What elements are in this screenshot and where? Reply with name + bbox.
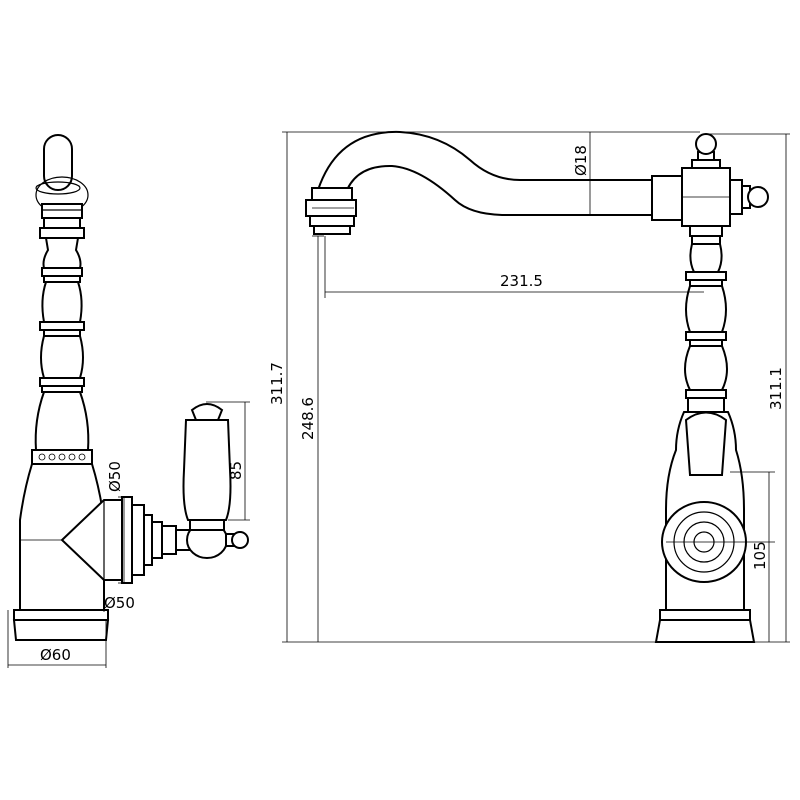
- dim-handle-axis-height: 105: [730, 471, 775, 642]
- side-column: [31, 237, 93, 465]
- label-total-height-right: 311.1: [767, 367, 785, 410]
- label-handle-axis-height: 105: [751, 541, 769, 570]
- label-side-handle-diameter: Ø50: [104, 594, 135, 612]
- label-spout-reach: 231.5: [500, 272, 543, 290]
- front-view: 311.7 248.6 231.5 Ø18 311.1 105: [268, 130, 790, 643]
- dim-spout-reach: 231.5: [324, 236, 704, 298]
- dim-side-handle-diameter: Ø50: [103, 580, 135, 612]
- front-column: [684, 225, 728, 413]
- side-handle-lever: [182, 403, 232, 531]
- side-body: [12, 463, 110, 641]
- dim-side-outlet-diameter: Ø50: [106, 461, 132, 584]
- dim-base-diameter: Ø60: [7, 610, 107, 668]
- dim-spout-pipe-diameter: Ø18: [572, 132, 596, 216]
- front-spout: [305, 130, 653, 235]
- dim-total-height-left: 311.7: [268, 131, 700, 643]
- label-side-outlet-diameter: Ø50: [106, 461, 124, 492]
- label-handle-height: 85: [227, 461, 245, 480]
- label-spout-pipe-diameter: Ø18: [572, 145, 590, 176]
- dim-total-height-right: 311.1: [708, 133, 790, 643]
- dim-handle-height: 85: [206, 401, 250, 521]
- front-body: [654, 411, 775, 643]
- side-spout-tip: [35, 134, 89, 239]
- front-head: [651, 133, 769, 227]
- label-base-diameter: Ø60: [40, 646, 71, 664]
- side-view: Ø50 Ø50 Ø60 85: [7, 134, 250, 668]
- label-total-height-left: 311.7: [268, 362, 286, 405]
- dim-spout-outlet-height: 248.6: [299, 235, 324, 642]
- label-spout-outlet-height: 248.6: [299, 397, 317, 440]
